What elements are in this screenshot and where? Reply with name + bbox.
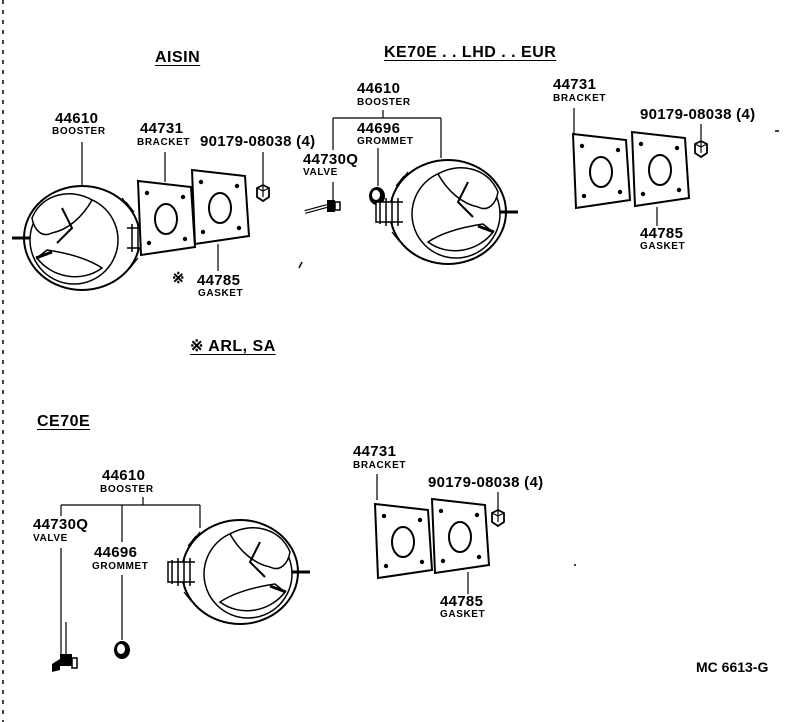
bottom-bracket [374,503,433,579]
top-mid-valve [303,198,342,214]
gasket-name: GASKET [640,241,686,252]
valve-name: VALVE [33,533,68,544]
bolt-number: 90179-08038 (4) [200,133,316,150]
header-ke70e: KE70E . . LHD . . EUR [384,44,557,61]
bottom-valve [51,621,78,673]
bolt-number: 90179-08038 (4) [640,106,756,123]
booster-number: 44610 [102,467,146,484]
top-right-nut [694,140,708,158]
header-ce70e: CE70E [37,413,91,430]
gasket-name: GASKET [198,288,244,299]
bottom-nut [491,509,505,527]
top-left-gasket [191,169,250,245]
booster-number: 44610 [357,80,401,97]
bottom-gasket [431,498,490,574]
valve-name: VALVE [303,167,338,178]
bracket-name: BRACKET [553,93,607,104]
bracket-number: 44731 [140,120,184,137]
top-right-bracket [572,133,631,209]
booster-name: BOOSTER [357,97,411,108]
grommet-number: 44696 [94,544,138,561]
top-mid-booster [374,158,520,266]
gasket-name: GASKET [440,609,486,620]
valve-number: 44730Q [33,516,89,533]
gasket-number: 44785 [197,272,241,289]
header-aisin: AISIN [155,49,201,66]
bracket-number: 44731 [353,443,397,460]
booster-name: BOOSTER [100,484,154,495]
top-left-booster [10,184,156,292]
bracket-name: BRACKET [137,137,191,148]
top-left-bracket [137,180,196,256]
top-left-nut [256,184,270,202]
gasket-number: 44785 [640,225,684,242]
grommet-number: 44696 [357,120,401,137]
grommet-name: GROMMET [357,136,414,147]
top-right-gasket [631,131,690,207]
booster-name: BOOSTER [52,126,106,137]
bottom-booster [166,518,312,626]
bottom-grommet [114,641,130,659]
gasket-number: 44785 [440,593,484,610]
note-mark: ※ [172,270,185,287]
valve-number: 44730Q [303,151,359,168]
note-arl-sa: ※ ARL, SA [190,338,276,355]
diagram-code: MC 6613-G [696,659,769,675]
grommet-name: GROMMET [92,561,149,572]
booster-number: 44610 [55,110,99,127]
bolt-number: 90179-08038 (4) [428,474,544,491]
bracket-number: 44731 [553,76,597,93]
bracket-name: BRACKET [353,460,407,471]
